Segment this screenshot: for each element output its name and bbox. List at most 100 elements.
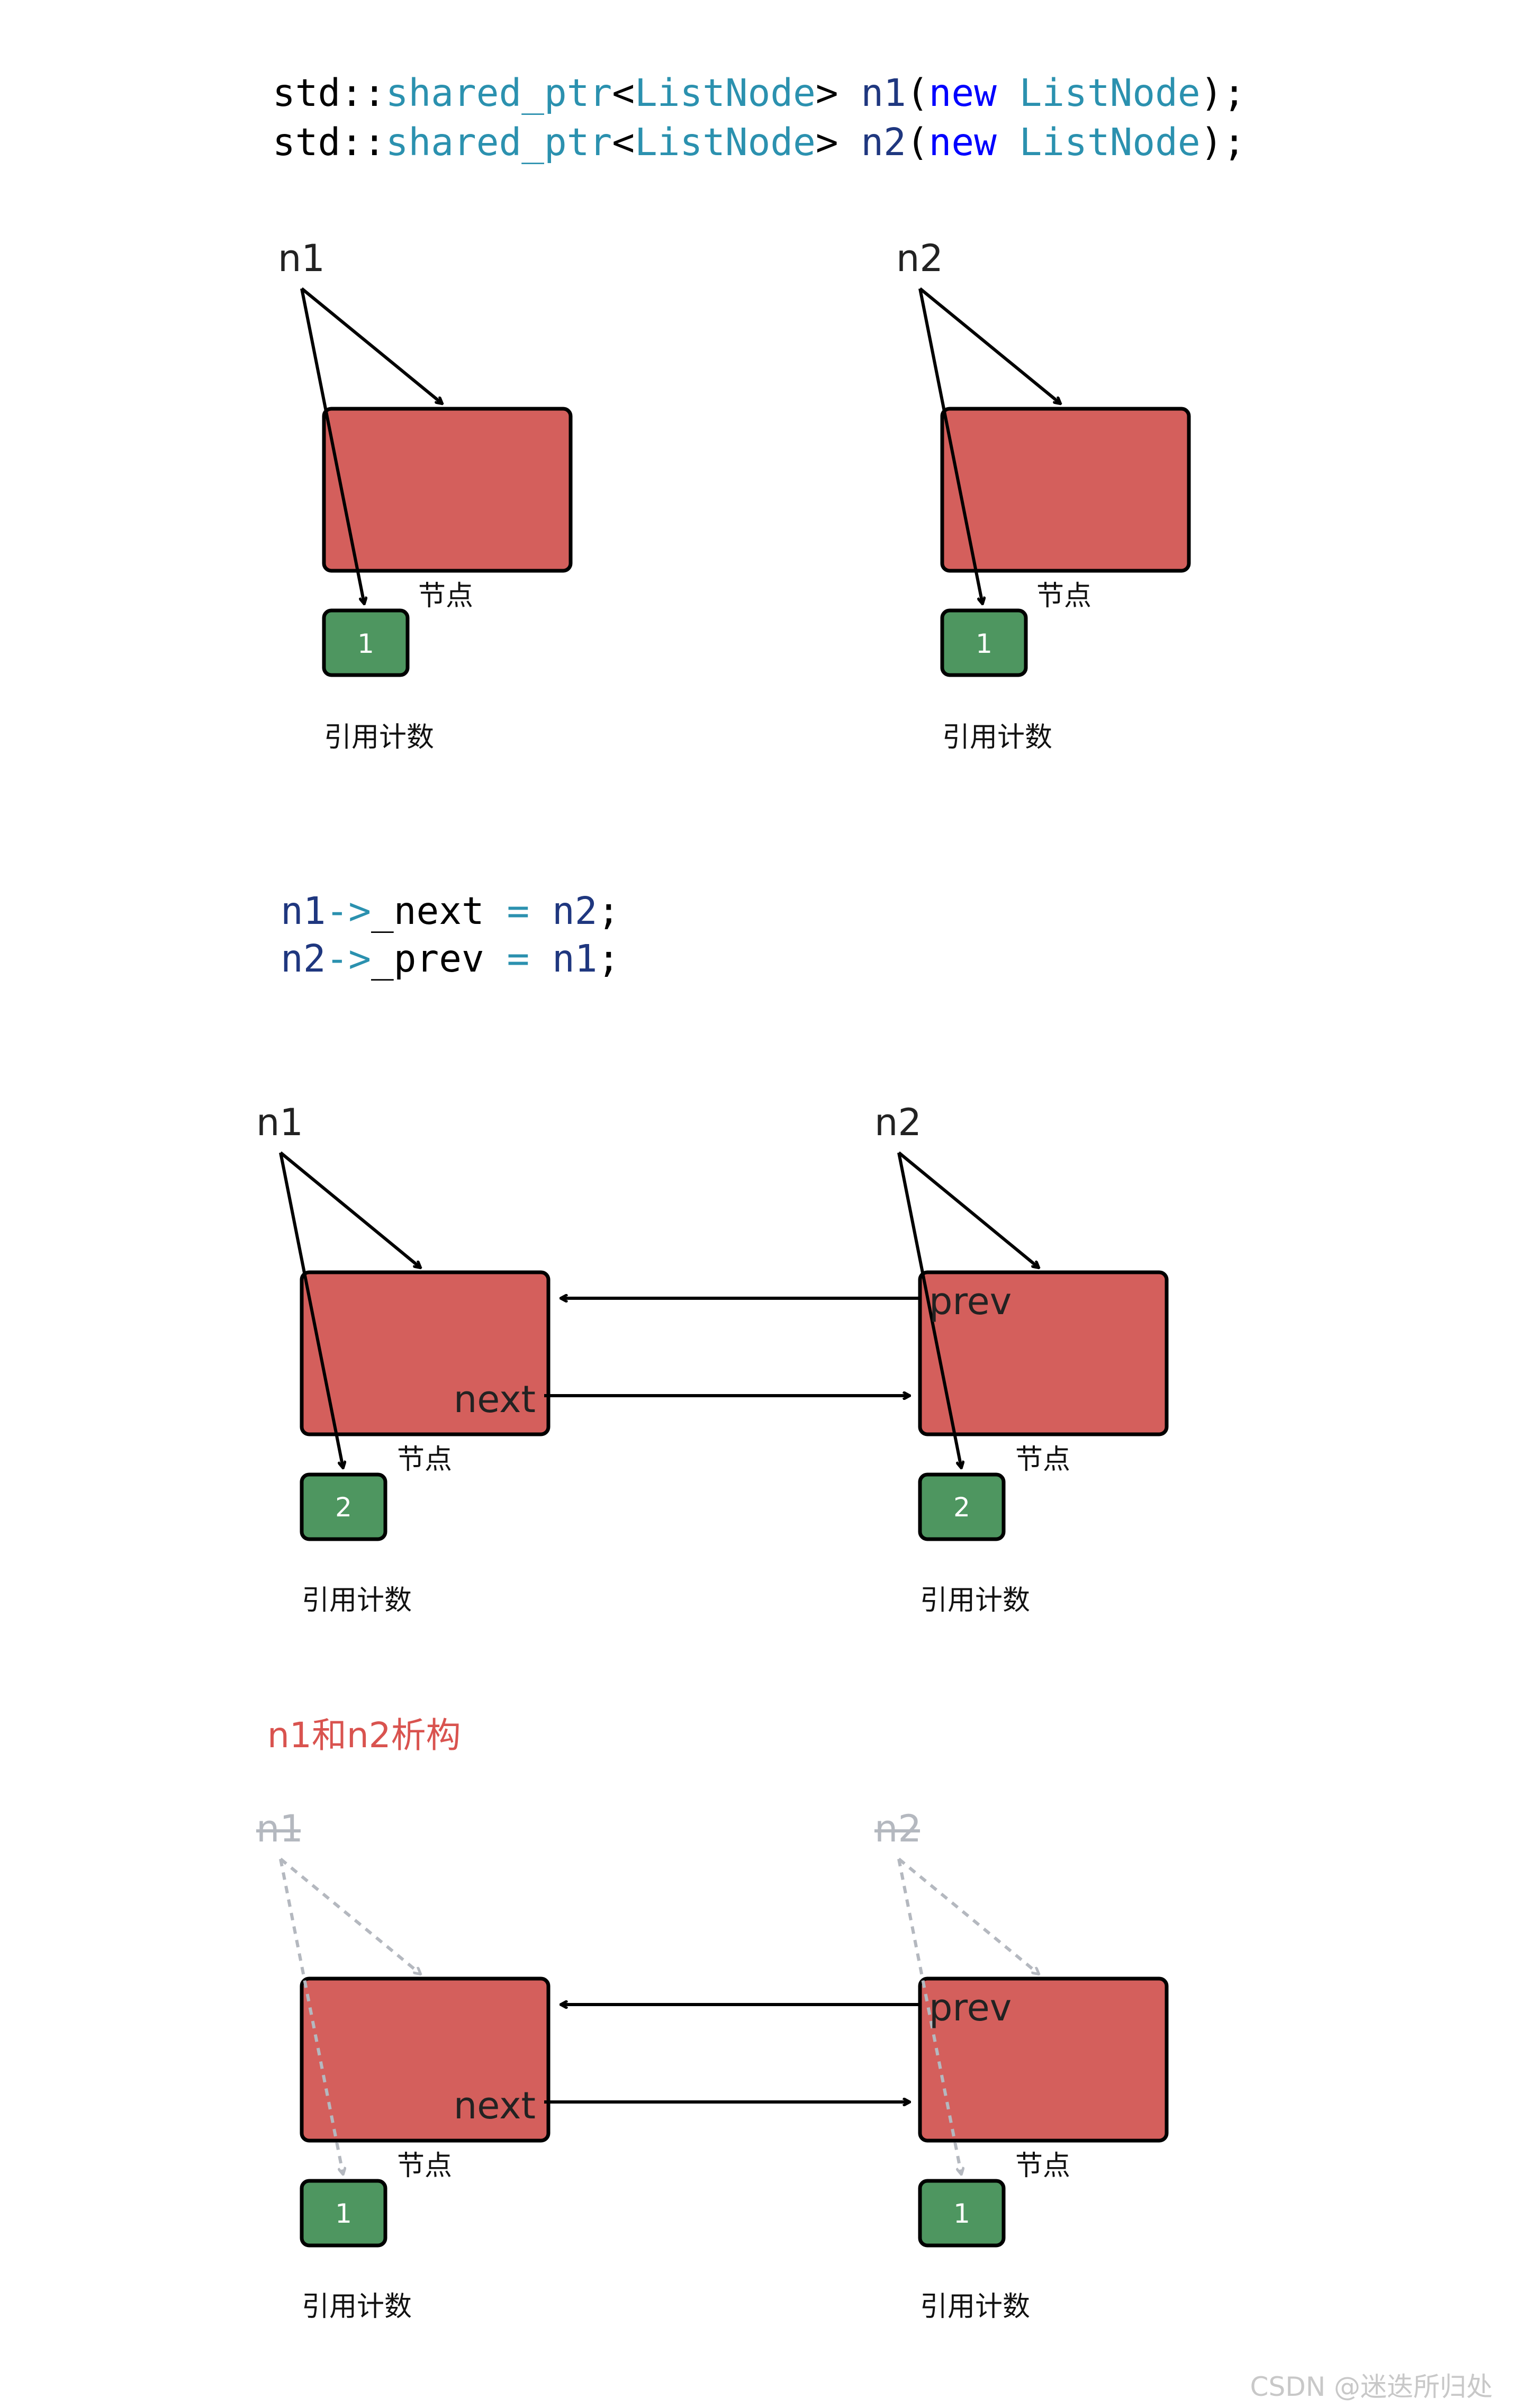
ref-count-value: 2	[335, 1492, 352, 1523]
pointer-arrow-to-node	[301, 287, 442, 403]
ref-count-label: 引用计数	[942, 722, 1052, 753]
code-open: (	[906, 120, 929, 164]
code-ns: std::	[273, 71, 386, 115]
code-gt: >	[816, 120, 838, 164]
ref-count-box	[940, 608, 1028, 677]
ref-count-box	[300, 1472, 387, 1541]
node-label: 节点	[418, 580, 473, 612]
code-type: shared_ptr	[386, 71, 612, 115]
code-assign-op: =	[484, 937, 552, 981]
code-var: n1	[552, 937, 598, 981]
list-node-box	[940, 407, 1191, 573]
ref-count-box	[300, 2179, 387, 2248]
pointer-arrow-to-node	[919, 287, 1060, 403]
code-var: n2	[861, 120, 906, 164]
destroyed-pointer-arrow-to-count	[279, 1858, 343, 2174]
node-label: 节点	[1015, 1444, 1070, 1476]
destroyed-pointer-arrow-to-node	[898, 1857, 1039, 1974]
code-tparam: ListNode	[635, 120, 816, 164]
pointer-label-n1: n1	[256, 1101, 303, 1144]
code-gt: >	[816, 71, 838, 115]
node-label: 节点	[1015, 2150, 1070, 2182]
code-var: n2	[552, 889, 598, 933]
pointer-arrow-to-node	[279, 1151, 420, 1268]
ref-count-label: 引用计数	[302, 1585, 412, 1616]
code-space	[838, 120, 861, 164]
section-title-destruct: n1和n2析构	[267, 1715, 461, 1756]
ref-count-box	[918, 2179, 1006, 2248]
code-ns: std::	[273, 120, 386, 164]
prev-field-label: prev	[929, 1280, 1012, 1323]
pointer-arrow-to-count	[300, 288, 364, 604]
section3-right: n2 1 prev 节点 引用计数	[874, 1807, 1169, 2323]
code-keyword: new	[929, 120, 997, 164]
section1-left: n1 1 节点 引用计数	[278, 237, 573, 753]
list-node-box	[322, 407, 573, 573]
list-node-box	[918, 1270, 1169, 1436]
ref-count-label: 引用计数	[324, 722, 434, 753]
pointer-label-n2: n2	[874, 1101, 922, 1144]
code-member: _next	[371, 889, 484, 933]
ref-count-box	[322, 608, 410, 677]
ref-count-value: 1	[976, 628, 992, 659]
code-line-prev-assign: n2->_prev = n1;	[281, 937, 620, 981]
watermark: CSDN @迷迭所归处	[1250, 2371, 1493, 2402]
section2-left: n1 2 next 节点 引用计数	[256, 1101, 551, 1616]
ref-count-label: 引用计数	[920, 2291, 1030, 2323]
code-line-next-assign: n1->_next = n2;	[281, 889, 620, 933]
code-semicolon: ;	[597, 889, 620, 933]
node-label: 节点	[397, 1444, 452, 1476]
ref-count-value: 1	[357, 628, 374, 659]
code-space	[997, 71, 1019, 115]
code-tparam: ListNode	[635, 71, 816, 115]
code-var: n1	[861, 71, 906, 115]
ref-count-value: 1	[335, 2198, 352, 2229]
next-field-label: next	[454, 1378, 536, 1421]
pointer-label-n2: n2	[896, 237, 943, 280]
pointer-label-n1-destroyed: n1	[256, 1807, 303, 1850]
pointer-label-n2-destroyed: n2	[874, 1807, 922, 1850]
pointer-arrow-to-count	[918, 288, 982, 604]
code-lt: <	[612, 71, 635, 115]
list-node-box	[300, 1976, 551, 2143]
code-space	[997, 120, 1019, 164]
next-field-label: next	[454, 2084, 536, 2127]
section1-right: n2 1 节点 引用计数	[896, 237, 1191, 753]
pointer-arrow-to-count	[279, 1152, 343, 1468]
code-arrow-op: ->	[326, 937, 372, 981]
code-ctor: ListNode	[1019, 120, 1201, 164]
destroyed-pointer-arrow-to-node	[279, 1857, 420, 1974]
code-type: shared_ptr	[386, 120, 612, 164]
ref-count-box	[918, 1472, 1006, 1541]
code-line-n1: std::shared_ptr<ListNode> n1(new ListNod…	[273, 71, 1246, 115]
code-ctor: ListNode	[1019, 71, 1201, 115]
node-label: 节点	[397, 2150, 452, 2182]
prev-field-label: prev	[929, 1986, 1012, 2029]
list-node-box	[300, 1270, 551, 1436]
section3-left: n1 1 next 节点 引用计数	[256, 1807, 551, 2323]
ref-count-label: 引用计数	[920, 1585, 1030, 1616]
ref-count-label: 引用计数	[302, 2291, 412, 2323]
pointer-arrow-to-count	[897, 1152, 961, 1468]
code-arrow-op: ->	[326, 889, 372, 933]
pointer-arrow-to-node	[898, 1151, 1039, 1268]
node-label: 节点	[1036, 580, 1091, 612]
ref-count-value: 2	[953, 1492, 970, 1523]
code-var: n2	[281, 937, 326, 981]
destroyed-pointer-arrow-to-count	[897, 1858, 961, 2174]
section2-right: n2 2 prev 节点 引用计数	[874, 1101, 1169, 1616]
code-lt: <	[612, 120, 635, 164]
code-var: n1	[281, 889, 326, 933]
code-line-n2: std::shared_ptr<ListNode> n2(new ListNod…	[273, 120, 1246, 164]
code-semicolon: ;	[597, 937, 620, 981]
code-close: );	[1201, 71, 1246, 115]
code-assign-op: =	[484, 889, 552, 933]
list-node-box	[918, 1976, 1169, 2143]
code-close: );	[1201, 120, 1246, 164]
code-keyword: new	[929, 71, 997, 115]
code-member: _prev	[371, 937, 484, 981]
code-open: (	[906, 71, 929, 115]
pointer-label-n1: n1	[278, 237, 325, 280]
code-space	[838, 71, 861, 115]
